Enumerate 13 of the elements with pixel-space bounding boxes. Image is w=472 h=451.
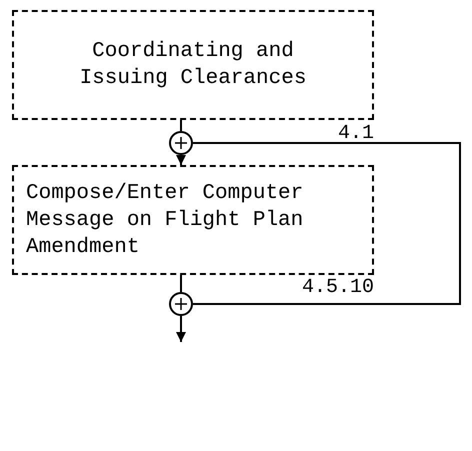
summing-junction-icon: [169, 131, 193, 155]
summing-junction-icon: [169, 292, 193, 316]
connector-line: [193, 142, 461, 305]
connector-line: [180, 120, 182, 131]
task-number: 4.5.10: [300, 276, 374, 300]
arrow: [176, 155, 186, 165]
task-number: 4.1: [336, 122, 374, 146]
connector-line: [180, 275, 182, 292]
process-box: [12, 165, 374, 275]
box-text: Coordinating and Issuing Clearances: [78, 39, 308, 92]
arrow: [176, 316, 186, 342]
process-box: [12, 10, 374, 120]
box-text: Compose/Enter Computer Message on Flight Plan Amendment: [26, 180, 304, 260]
